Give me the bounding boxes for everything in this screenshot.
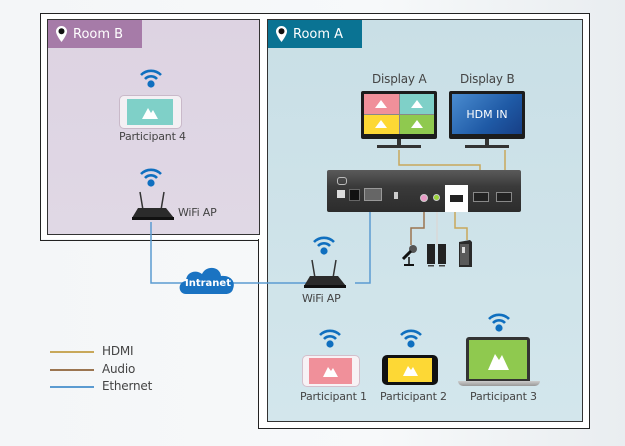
display-a-label: Display A [372,72,427,86]
display-b-screen: HDM IN [452,94,522,134]
speakers-icon [426,243,448,267]
legend-label-audio: Audio [102,362,136,376]
legend-swatch-hdmi [50,351,94,353]
display-b-screen-text: HDM IN [466,107,508,121]
room-a-label: Room A [293,26,344,42]
image-icon [375,120,388,129]
legend-item-audio: Audio [50,362,200,378]
image-icon [142,108,158,119]
participant-4-label: Participant 4 [119,130,186,143]
screen-tile [399,114,434,134]
screen-tile [399,94,434,114]
wifi-icon [399,327,423,349]
router-room-a[interactable] [300,258,348,290]
phone-participant-4[interactable] [119,95,182,129]
image-icon [488,354,509,370]
wifi-icon [318,327,342,349]
hdmi-cable [454,210,468,240]
wifi-icon [312,234,336,256]
power-button[interactable] [337,177,347,185]
wifi-icon [487,311,511,333]
laptop-screen [469,340,527,379]
hdmi-in-port[interactable] [445,185,468,212]
display-a[interactable] [361,91,437,149]
laptop-base [458,381,540,386]
wifi-ap-room-a-label: WiFi AP [302,292,341,305]
ethernet-cable [355,210,371,284]
dc-power-port[interactable] [349,189,360,201]
legend: HDMI Audio Ethernet [50,344,200,396]
image-icon [410,99,423,108]
pc-tower-icon [456,239,473,269]
mic-in-port[interactable] [420,194,428,202]
room-a-area: Room A [267,19,583,422]
image-icon [410,120,423,129]
presentation-switch[interactable] [327,170,521,212]
reset-switch[interactable] [394,192,398,199]
ethernet-cable [150,222,335,284]
legend-item-ethernet: Ethernet [50,379,200,395]
phone-screen [388,358,432,382]
wifi-icon [139,166,163,188]
router-room-b[interactable] [128,190,176,222]
audio-out-port[interactable] [433,194,440,201]
screen-tile [364,114,399,134]
intranet-label: Intranet [185,278,231,289]
legend-label-ethernet: Ethernet [102,379,153,393]
audio-cable [410,205,425,245]
display-stand [377,145,421,148]
wifi-ap-room-b-label: WiFi AP [178,206,217,219]
display-stand [465,145,509,148]
legend-label-hdmi: HDMI [102,344,134,358]
screen-tile [364,94,399,114]
phone-participant-1[interactable] [302,355,360,387]
hdmi-out-port-2[interactable] [496,192,512,202]
legend-item-hdmi: HDMI [50,344,200,360]
participant-1-label: Participant 1 [300,390,367,403]
microphone-icon [398,243,420,267]
legend-swatch-ethernet [50,386,94,388]
display-b[interactable]: HDM IN [449,91,525,149]
ethernet-port[interactable] [364,188,382,201]
phone-screen [309,358,352,384]
location-pin-icon [276,26,287,42]
display-b-label: Display B [460,72,515,86]
image-icon [403,366,418,376]
location-pin-icon [56,26,67,42]
usb-port[interactable] [337,190,345,198]
room-b-label: Room B [73,26,124,42]
hdmi-out-port-1[interactable] [473,192,489,202]
phone-screen [127,99,173,125]
laptop-participant-3[interactable] [458,337,540,387]
image-icon [375,99,388,108]
outer-frame-room-b [40,13,259,241]
participant-2-label: Participant 2 [380,390,447,403]
display-a-screen [364,94,434,134]
wifi-icon [139,67,163,89]
legend-swatch-audio [50,369,94,371]
room-a-tag: Room A [268,20,362,48]
participant-3-label: Participant 3 [470,390,537,403]
intranet-cloud[interactable]: Intranet [176,262,238,298]
room-b-tag: Room B [48,20,142,48]
phone-participant-2[interactable] [382,355,438,385]
image-icon [323,367,338,377]
